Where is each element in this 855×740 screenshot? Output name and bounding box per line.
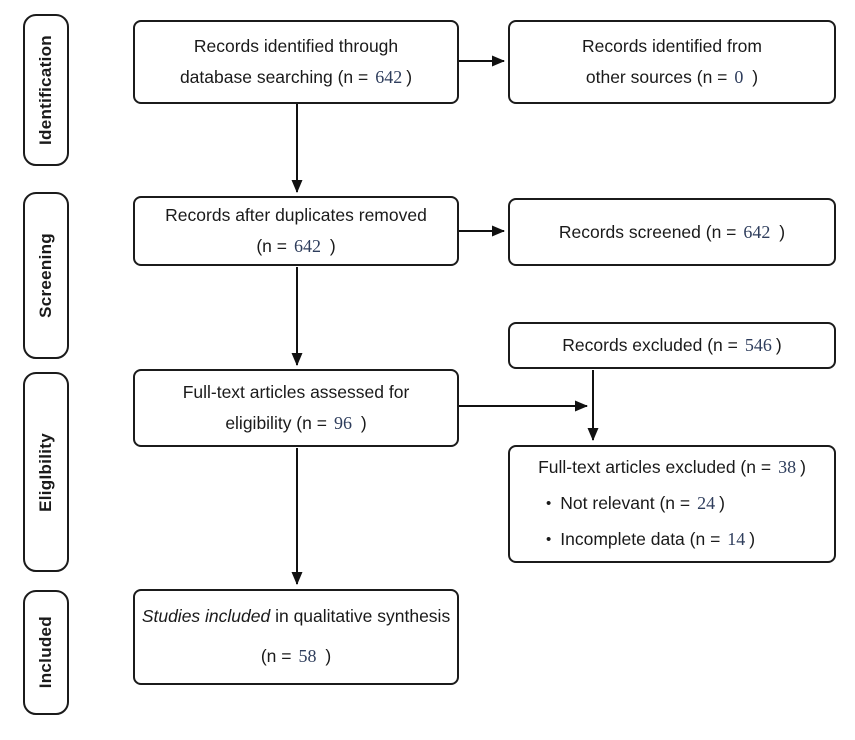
box-text-line: (n = 642 ) [256, 231, 335, 262]
box-text-line: Studies included in qualitative synthesi… [142, 602, 450, 632]
count-value: 14 [727, 529, 746, 550]
box-text-line: Records excluded (n = 546) [562, 330, 781, 361]
box-text-line: Full-text articles assessed for [182, 381, 410, 402]
text-pre: database searching (n = [179, 66, 369, 87]
text-pre: Full-text articles excluded (n = [538, 456, 772, 477]
box-text-line: Records screened (n = 642 ) [559, 217, 785, 248]
text-post: ) [355, 412, 367, 433]
text-post: ) [406, 66, 413, 87]
text-rest: in qualitative synthesis [270, 606, 451, 627]
box-text-line: eligibility (n = 96 ) [225, 408, 366, 439]
text-pre: other sources (n = [585, 66, 728, 87]
count-value: 642 [743, 221, 771, 242]
count-value: 642 [293, 235, 321, 256]
text-italic: Studies included [141, 606, 271, 627]
bullet-icon: • [546, 531, 552, 549]
text-pre: Incomplete data (n = [560, 529, 721, 550]
box-text-line: Records identified from [582, 35, 762, 56]
text-post: ) [775, 335, 782, 356]
text-pre: Records screened (n = [558, 221, 737, 242]
text-post: ) [800, 456, 806, 477]
text-post: ) [719, 492, 725, 513]
count-value: 24 [697, 492, 716, 513]
text-post: ) [749, 529, 756, 550]
text-pre: Records excluded (n = [562, 335, 738, 356]
stage-label-text: Included [36, 616, 55, 689]
stage-label-identification: Identification [23, 14, 69, 166]
box-fulltext-excluded: Full-text articles excluded (n = 38) • Not… [508, 445, 836, 563]
count-value: 96 [333, 412, 352, 433]
text-post: ) [324, 235, 336, 256]
stage-label-included: Included [23, 590, 69, 715]
text-pre: (n = [260, 646, 292, 666]
box-duplicates-removed: Records after duplicates removed (n = 642… [133, 196, 459, 266]
text-pre: eligibility (n = [225, 412, 327, 433]
box-text-line: other sources (n = 0 ) [586, 62, 758, 93]
box-studies-included: Studies included in qualitative synthesi… [133, 589, 459, 685]
box-records-excluded: Records excluded (n = 546) [508, 322, 836, 369]
text-post: ) [320, 646, 332, 666]
box-text-line: database searching (n = 642) [180, 62, 412, 93]
stage-label-text: EligIbility [36, 432, 55, 512]
stage-label-text: Identification [36, 35, 55, 145]
stage-label-text: Screening [36, 233, 55, 318]
exclusion-reason-item: • Incomplete data (n = 14) [546, 524, 820, 555]
count-value: 38 [778, 456, 797, 477]
count-value: 546 [744, 335, 772, 356]
stage-label-eligibility: EligIbility [23, 372, 69, 572]
box-records-screened: Records screened (n = 642 ) [508, 198, 836, 266]
text-post: ) [774, 221, 786, 242]
text-pre: (n = [256, 235, 287, 256]
box-text-line: (n = 58 ) [261, 641, 331, 672]
stage-label-screening: Screening [23, 192, 69, 359]
box-records-identified-db: Records identified through database sear… [133, 20, 459, 104]
text-post: ) [747, 66, 759, 87]
box-text-line: Records identified through [193, 35, 399, 56]
box-text-line: Records after duplicates removed [165, 204, 427, 225]
bullet-icon: • [546, 494, 552, 512]
count-value: 642 [375, 66, 403, 87]
count-value: 58 [298, 646, 317, 666]
box-fulltext-assessed: Full-text articles assessed for eligibil… [133, 369, 459, 447]
exclusion-reason-item: • Not relevant (n = 24) [546, 488, 820, 519]
text-pre: Not relevant (n = [560, 492, 691, 513]
box-records-identified-other: Records identified from other sources (n… [508, 20, 836, 104]
count-value: 0 [734, 66, 744, 87]
box-text-line: Full-text articles excluded (n = 38) [524, 452, 820, 483]
